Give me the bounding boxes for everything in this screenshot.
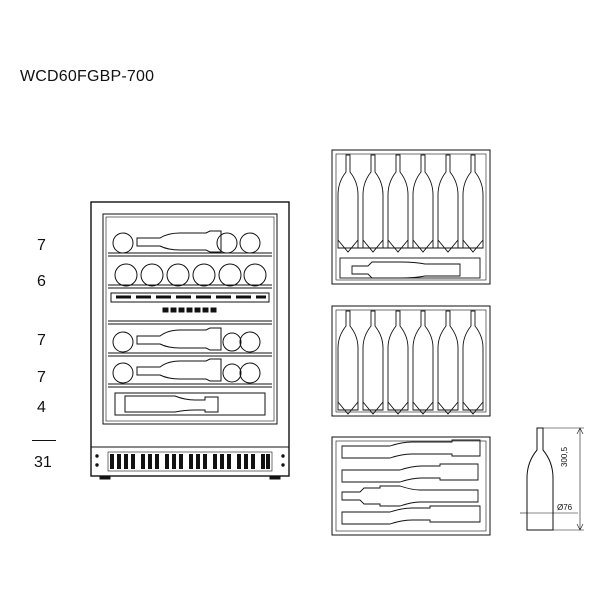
cooler-front-view xyxy=(90,201,290,480)
shelf-count-2: 6 xyxy=(37,273,46,290)
shelf-count-5: 4 xyxy=(37,399,46,416)
shelf-count-3: 7 xyxy=(37,332,46,349)
shelf-layout-middle xyxy=(331,305,491,417)
front-shelf-2 xyxy=(108,263,272,289)
front-shelf-5 xyxy=(114,392,266,416)
vent-grille xyxy=(90,446,290,480)
shelf-layout-bottom xyxy=(331,436,491,536)
shelf-count-4: 7 xyxy=(37,369,46,386)
bottle-diameter-label: Ø76 xyxy=(557,503,573,512)
total-count: 31 xyxy=(34,454,52,471)
bottle-dimension-drawing xyxy=(520,427,584,531)
front-shelf-3 xyxy=(108,327,272,357)
control-panel xyxy=(108,292,272,325)
total-divider xyxy=(32,440,56,441)
shelf-count-1: 7 xyxy=(37,237,46,254)
shelf-layout-top xyxy=(331,149,491,285)
front-shelf-1 xyxy=(108,230,272,257)
bottle-height-label: 300,5 xyxy=(560,446,569,467)
front-shelf-4 xyxy=(108,358,272,388)
model-number: WCD60FGBP-700 xyxy=(20,68,155,85)
